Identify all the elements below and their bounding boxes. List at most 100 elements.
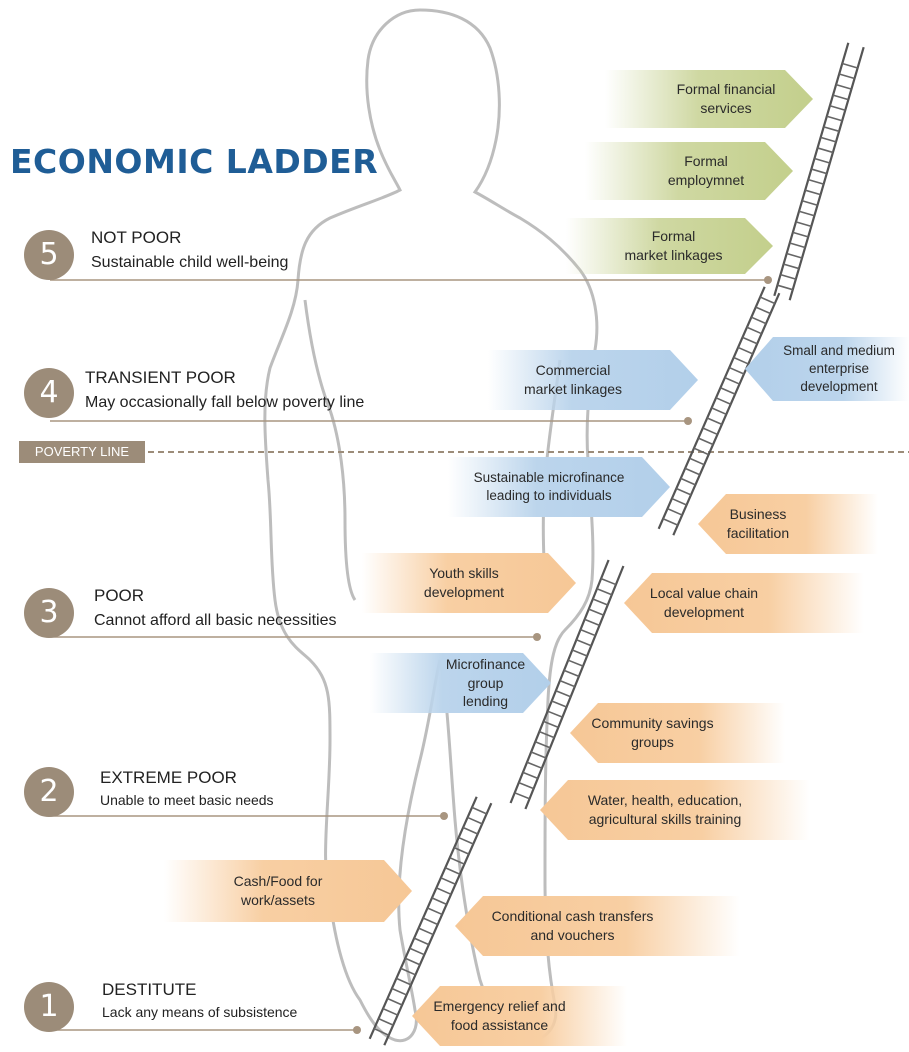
level-4-number: 4 [24, 368, 74, 418]
level-2-number: 2 [24, 767, 74, 817]
ladder-rung [396, 977, 412, 986]
ladder-rung [580, 628, 596, 637]
ladder-rung [555, 690, 571, 698]
level-1-description: Lack any means of subsistence [102, 1004, 298, 1020]
intervention-formal-market-linkages: Formal market linkages [566, 218, 773, 274]
ladder-rung [400, 967, 416, 976]
level-5-name: NOT POOR [91, 228, 182, 247]
ladder-rung [702, 427, 718, 436]
intervention-formal-employment: Formal employmnet [585, 142, 793, 200]
ladder-rung [563, 669, 580, 678]
ladder-rung [559, 679, 576, 688]
ladder-rung [667, 507, 683, 516]
intervention-business-facilitation: Business facilitation [698, 494, 878, 554]
ladder-rung [755, 306, 771, 315]
intervention-label: Water, health, education, agricultural s… [587, 792, 743, 827]
intervention-microfinance-group-lending: Microfinance group lending [370, 653, 551, 713]
ladder-rung [539, 730, 555, 739]
ladder-rung [584, 618, 600, 627]
ladder-rung [733, 356, 749, 365]
level-4-dot [684, 417, 692, 425]
ladder-rung [382, 1007, 398, 1016]
intervention-label: Formal employmnet [667, 153, 745, 188]
intervention-sme-development: Small and medium enterprise development [745, 337, 909, 401]
ladder-rung [431, 897, 447, 906]
level-2-description: Unable to meet basic needs [100, 792, 274, 808]
ladder-rung [798, 210, 815, 217]
level-4-name: TRANSIENT POOR [85, 368, 236, 387]
ladder-rung [436, 887, 452, 896]
ladder-rung [440, 877, 456, 885]
intervention-youth-skills: Youth skills development [362, 553, 576, 613]
ladder-rung [387, 997, 403, 1006]
ladder-top [773, 42, 865, 301]
ladder-rung [391, 987, 407, 996]
ladder-rung [842, 62, 858, 69]
intervention-local-value-chain: Local value chain development [624, 573, 864, 633]
ladder-rung [724, 376, 740, 385]
intervention-label: Formal market linkages [624, 228, 723, 263]
ladder-rung [689, 457, 705, 466]
ladder-rung [759, 296, 776, 305]
ladder-rung [373, 1027, 390, 1036]
ladders [368, 42, 865, 1046]
intervention-community-savings: Community savings groups [570, 703, 785, 763]
ladder-rung [534, 741, 551, 749]
level-1-dot [353, 1026, 361, 1034]
ladder-rung [526, 761, 543, 769]
ladder-rung [801, 199, 818, 206]
ladder-rung [680, 477, 696, 486]
level-1-name: DESTITUTE [102, 980, 197, 999]
ladder-rung [829, 104, 846, 111]
ladder-rung [820, 136, 837, 143]
ladder-rung [571, 649, 588, 657]
ladder-rung [808, 178, 824, 185]
ladder-rung [671, 497, 687, 506]
ladder-rung [693, 447, 709, 456]
intervention-commercial-market-linkages: Commercial market linkages [488, 350, 698, 410]
ladder-rung [462, 826, 479, 835]
level-2-dot [440, 812, 448, 820]
ladder-rung [444, 867, 461, 875]
ladder-upper-mid [657, 286, 781, 536]
intervention-label: Business facilitation [726, 506, 790, 541]
silhouette-arm-left [303, 299, 357, 601]
ladder-rung [826, 115, 843, 122]
poverty-line-label: POVERTY LINE [19, 441, 145, 463]
intervention-formal-financial-services: Formal financial services [605, 70, 813, 128]
ladder-rung [786, 252, 803, 259]
intervention-conditional-cash-transfers: Conditional cash transfers and vouchers [455, 896, 740, 956]
ladder-rung [543, 720, 559, 729]
ladder-rung [530, 751, 547, 759]
ladder-rung [838, 73, 855, 80]
ladder-rung [715, 397, 732, 405]
ladder-lower-mid [509, 559, 625, 810]
ladder-rung [449, 856, 465, 865]
ladder-rung [422, 917, 439, 926]
ladder-rung [742, 336, 758, 345]
ladder-rung [711, 407, 727, 416]
intervention-label: Small and medium enterprise development [783, 342, 895, 395]
intervention-emergency-relief: Emergency relief and food assistance [412, 986, 627, 1046]
intervention-label: Emergency relief and food assistance [433, 998, 566, 1033]
intervention-sustainable-microfinance: Sustainable microfinance leading to indi… [448, 457, 670, 517]
ladder-rung [706, 417, 723, 426]
ladder-rung [467, 816, 483, 825]
level-3-description: Cannot afford all basic necessities [94, 612, 337, 629]
ladder-rung [835, 83, 852, 90]
ladder-rung [783, 263, 800, 270]
intervention-label: Commercial market linkages [523, 362, 623, 397]
intervention-label: Local value chain development [649, 585, 759, 620]
level-5-description: Sustainable child well-being [91, 254, 289, 271]
level-5-number: 5 [24, 230, 74, 280]
ladder-rung [777, 284, 793, 291]
ladder-rung [789, 242, 806, 249]
intervention-water-health-education: Water, health, education, agricultural s… [540, 780, 810, 840]
ladder-rung [811, 168, 827, 175]
level-4-description: May occasionally fall below poverty line [85, 394, 365, 411]
intervention-label: Microfinance group lending [445, 655, 526, 710]
ladder-rung [662, 517, 679, 526]
ladder-rung [795, 221, 812, 228]
ladder-rung [588, 608, 604, 616]
level-5-dot [764, 276, 772, 284]
